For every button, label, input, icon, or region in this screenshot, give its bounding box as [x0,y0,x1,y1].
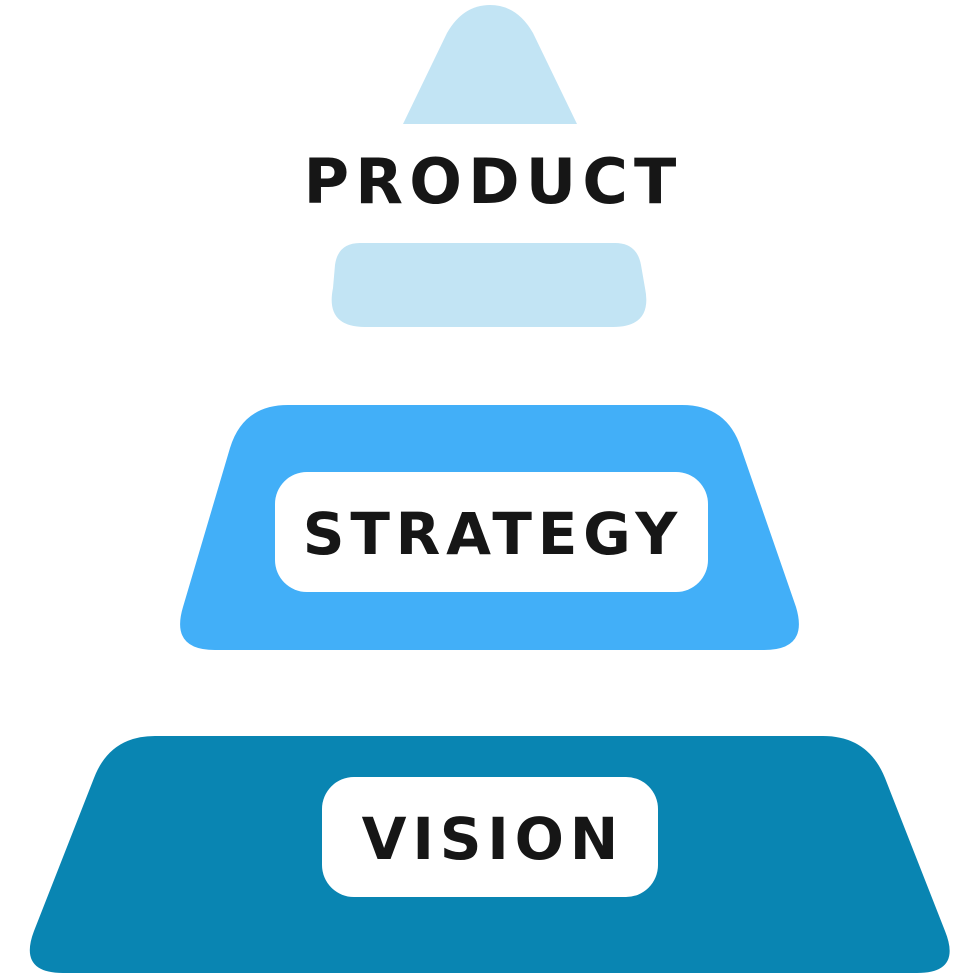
top-tier-band-shape [331,243,647,327]
top-tier-label: PRODUCT [303,145,683,218]
strategy-label-plate [275,472,708,592]
middle-tier-label: STRATEGY [302,500,684,568]
bottom-tier-label: VISION [361,805,625,873]
vision-label-plate [322,777,658,897]
top-tier-apex-shape [403,5,577,124]
